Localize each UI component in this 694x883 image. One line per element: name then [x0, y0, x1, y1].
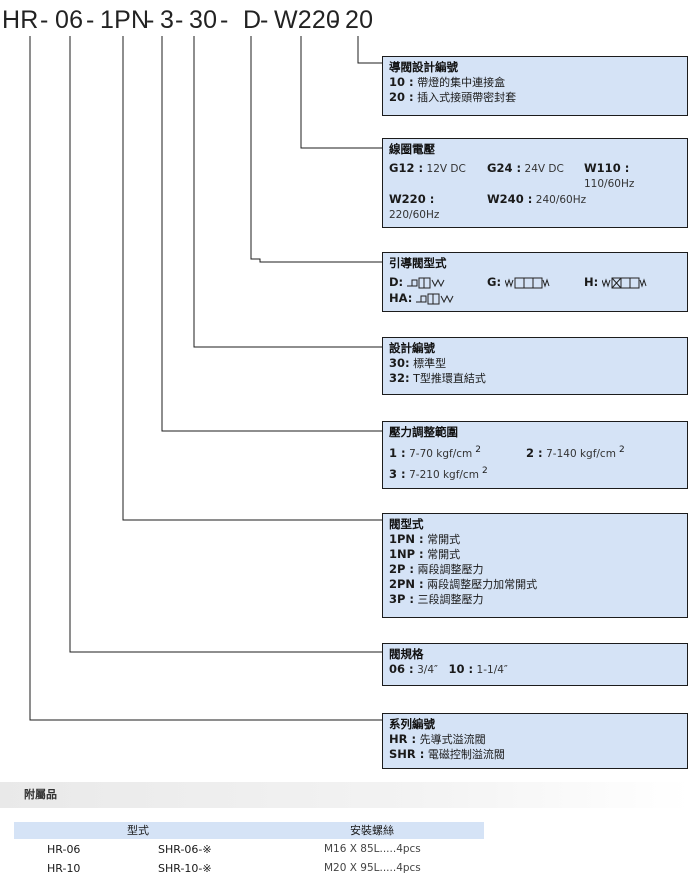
box-valve-type: 閥型式 1PN : 常開式 1NP : 常開式 2P : 兩段調整壓力 2PN … [382, 513, 688, 618]
accessories-title: 附屬品 [0, 782, 690, 808]
box-title: 閥規格 [389, 647, 424, 661]
pilot-symbol-d-icon [406, 277, 445, 289]
pilot-h: H: [584, 275, 648, 290]
box-design-code: 設計編號 30: 標準型 32: T型推環直結式 [382, 337, 688, 395]
pilot-g: G: [487, 275, 551, 290]
desc: 三段調整壓力 [417, 593, 484, 606]
box-valve-size: 閥規格 06 : 3/4″ 10 : 1-1/4″ [382, 643, 688, 686]
desc: 電磁控制溢流閥 [427, 748, 505, 761]
box-pilot-design-number: 導閥設計編號 10 : 帶燈的集中連接盒 20 : 插入式接頭帶密封套 [382, 56, 688, 116]
connector-coil-voltage [300, 36, 382, 149]
box-title: 設計編號 [389, 341, 435, 355]
code-design: 30 [189, 6, 218, 34]
cell-screw: M16 X 85L.....4pcs [324, 843, 421, 855]
desc: 兩段調整壓力加常開式 [427, 578, 538, 591]
code-sep: - [86, 6, 95, 34]
code-sep: - [220, 6, 229, 34]
desc: 兩段調整壓力 [417, 563, 484, 576]
code-label: 30: [389, 356, 410, 370]
voltage-w240: W240 : 240/60Hz [487, 192, 587, 206]
cell-model: HR-06 [47, 843, 81, 856]
box-title: 閥型式 [389, 517, 424, 531]
header-screw: 安裝螺絲 [350, 824, 394, 837]
pilot-symbol-ha-icon [415, 293, 454, 305]
box-coil-voltage: 線圈電壓 G12 : 12V DC G24 : 24V DC W110 : 11… [382, 138, 688, 228]
desc: 標準型 [413, 357, 447, 370]
code-label: 10 : [389, 75, 414, 89]
box-title: 引導閥型式 [389, 256, 447, 270]
cell-sub: SHR-06-※ [158, 843, 212, 856]
code-type: 1PN [100, 6, 150, 34]
connector-series [29, 36, 382, 721]
box-title: 系列編號 [389, 717, 435, 731]
box-series: 系列編號 HR : 先導式溢流閥 SHR : 電磁控制溢流閥 [382, 713, 688, 769]
code-label: 20 : [389, 90, 414, 104]
code-sep: - [146, 6, 155, 34]
code-series: HR [2, 6, 39, 34]
voltage-w110-value: 110/60Hz [584, 178, 635, 190]
code-sep: - [40, 6, 49, 34]
valve-size-values: 06 : 3/4″ 10 : 1-1/4″ [389, 662, 508, 676]
connector-valve-type [122, 36, 382, 521]
box-title: 壓力調整範圍 [389, 425, 458, 439]
connector-design-code [193, 36, 382, 348]
code-size: 06 [55, 6, 84, 34]
voltage-g24: G24 : 24V DC [487, 161, 564, 175]
desc: 先導式溢流閥 [419, 733, 486, 746]
code-pilot: D [243, 6, 262, 34]
desc: T型推環直結式 [413, 372, 486, 385]
pilot-symbol-h-icon [601, 277, 647, 289]
code-sep: - [260, 6, 269, 34]
code-connector: 20 [345, 6, 374, 34]
desc: 插入式接頭帶密封套 [417, 91, 517, 104]
code-pressure: 3 [160, 6, 175, 34]
box-pilot-valve-type: 引導閥型式 D: G: H: HA: [382, 252, 688, 312]
pilot-ha: HA: [389, 291, 456, 306]
connector-pilot-type [250, 36, 382, 263]
code-sep: - [330, 6, 339, 34]
accessories-table-header: 型式 安裝螺絲 [14, 822, 484, 839]
voltage-w220-value: 220/60Hz [389, 209, 440, 221]
desc: 常開式 [427, 548, 461, 561]
connector-design-number [357, 36, 382, 64]
voltage-w110: W110 : [584, 161, 630, 175]
code-sep: - [175, 6, 184, 34]
box-title: 導閥設計編號 [389, 60, 458, 74]
voltage-g12: G12 : 12V DC [389, 161, 466, 175]
connector-pressure [161, 36, 382, 432]
desc: 常開式 [427, 533, 461, 546]
code-voltage: W220 [274, 6, 341, 34]
cell-sub: SHR-10-※ [158, 862, 212, 875]
cell-screw: M20 X 95L.....4pcs [324, 862, 421, 874]
header-model: 型式 [127, 824, 149, 837]
pilot-d: D: [389, 275, 447, 290]
desc: 帶燈的集中連接盒 [417, 76, 506, 89]
box-title: 線圈電壓 [389, 142, 435, 156]
cell-model: HR-10 [47, 862, 81, 875]
pilot-symbol-g-icon [504, 277, 550, 289]
connector-valve-size [69, 36, 382, 653]
code-label: 32: [389, 371, 410, 385]
table-row: HR-10 SHR-10-※ M20 X 95L.....4pcs [14, 860, 484, 877]
voltage-w220: W220 : [389, 192, 435, 206]
table-row: HR-06 SHR-06-※ M16 X 85L.....4pcs [14, 841, 484, 858]
